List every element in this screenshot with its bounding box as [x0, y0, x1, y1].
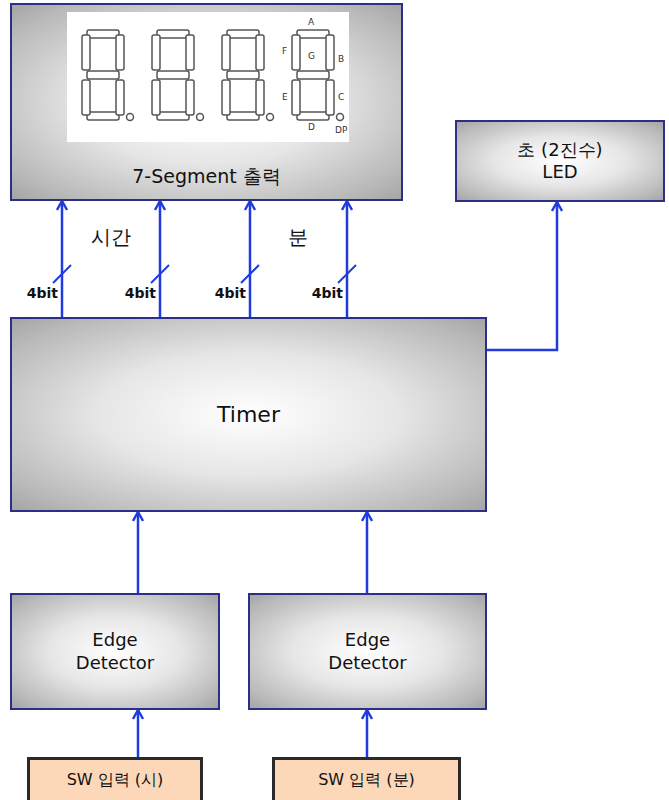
- bus-slash: [241, 265, 259, 283]
- arrow-connector: [159, 201, 162, 317]
- node-text: 초 (2진수) LED: [505, 139, 615, 184]
- segment: [227, 112, 259, 120]
- bus-width-label: 4bit: [125, 285, 156, 301]
- arrow-connector: [249, 201, 252, 317]
- segment: [82, 35, 90, 70]
- segment-letter: F: [282, 47, 287, 56]
- timer-box: Timer: [10, 317, 487, 512]
- bus-slash: [53, 265, 71, 283]
- segment: [116, 80, 124, 115]
- bus-group-label: 분: [288, 224, 308, 251]
- arrow-connector: [137, 710, 140, 757]
- segment: [326, 80, 334, 115]
- decimal-point: [267, 114, 274, 121]
- decimal-point: [337, 114, 344, 121]
- arrow-connector: [346, 201, 349, 317]
- bus-group-label: 시간: [91, 224, 131, 251]
- segment: [82, 80, 90, 115]
- bus-width-label: 4bit: [27, 285, 58, 301]
- segment: [116, 35, 124, 70]
- bus-width-label: 4bit: [312, 285, 343, 301]
- output-box: 7-Segment 출력 A B C D E F G DP: [10, 3, 403, 201]
- segment-letter: C: [338, 93, 344, 102]
- segment: [152, 80, 160, 115]
- segment: [157, 71, 189, 79]
- node-text: Edge Detector: [323, 629, 413, 674]
- edge-detector-box: Edge Detector: [10, 593, 220, 710]
- bus-slash: [151, 265, 169, 283]
- arrow-connector: [366, 512, 369, 593]
- led-box: 초 (2진수) LED: [455, 120, 665, 202]
- segment: [87, 112, 119, 120]
- segment-letter: E: [282, 93, 288, 102]
- segment: [297, 30, 329, 38]
- segment-letter: DP: [335, 126, 347, 135]
- segment: [87, 71, 119, 79]
- edge-detector-box: Edge Detector: [248, 593, 487, 710]
- segment: [227, 71, 259, 79]
- node-text: SW 입력 (분): [318, 770, 415, 790]
- segment: [292, 80, 300, 115]
- display-image-ground: [67, 12, 349, 142]
- bus-slash: [338, 265, 356, 283]
- segment: [157, 112, 189, 120]
- decimal-point: [127, 114, 134, 121]
- segment: [152, 35, 160, 70]
- segment: [297, 112, 329, 120]
- node-text: 7-Segment 출력: [132, 165, 280, 189]
- switch-input-box: SW 입력 (시): [27, 757, 203, 800]
- segment: [256, 80, 264, 115]
- segment-letter: G: [308, 52, 315, 61]
- segment: [87, 30, 119, 38]
- bus-width-label: 4bit: [215, 285, 246, 301]
- segment: [256, 35, 264, 70]
- arrow-connector: [61, 201, 64, 317]
- arrow-connector: [366, 710, 369, 757]
- decimal-point: [197, 114, 204, 121]
- arrow-connector: [137, 512, 140, 593]
- segment: [227, 30, 259, 38]
- segment-letter: D: [308, 123, 315, 132]
- segment: [186, 80, 194, 115]
- segment: [297, 71, 329, 79]
- segment-letter: A: [308, 18, 314, 27]
- switch-input-box: SW 입력 (분): [272, 757, 461, 800]
- arrow-connector: [487, 202, 557, 350]
- segment-letter: B: [338, 55, 344, 64]
- segment: [326, 35, 334, 70]
- node-text: Timer: [217, 401, 280, 429]
- node-text: SW 입력 (시): [67, 770, 164, 790]
- node-text: Edge Detector: [70, 629, 160, 674]
- segment: [222, 80, 230, 115]
- segment: [157, 30, 189, 38]
- segment: [186, 35, 194, 70]
- segment: [292, 35, 300, 70]
- segment: [222, 35, 230, 70]
